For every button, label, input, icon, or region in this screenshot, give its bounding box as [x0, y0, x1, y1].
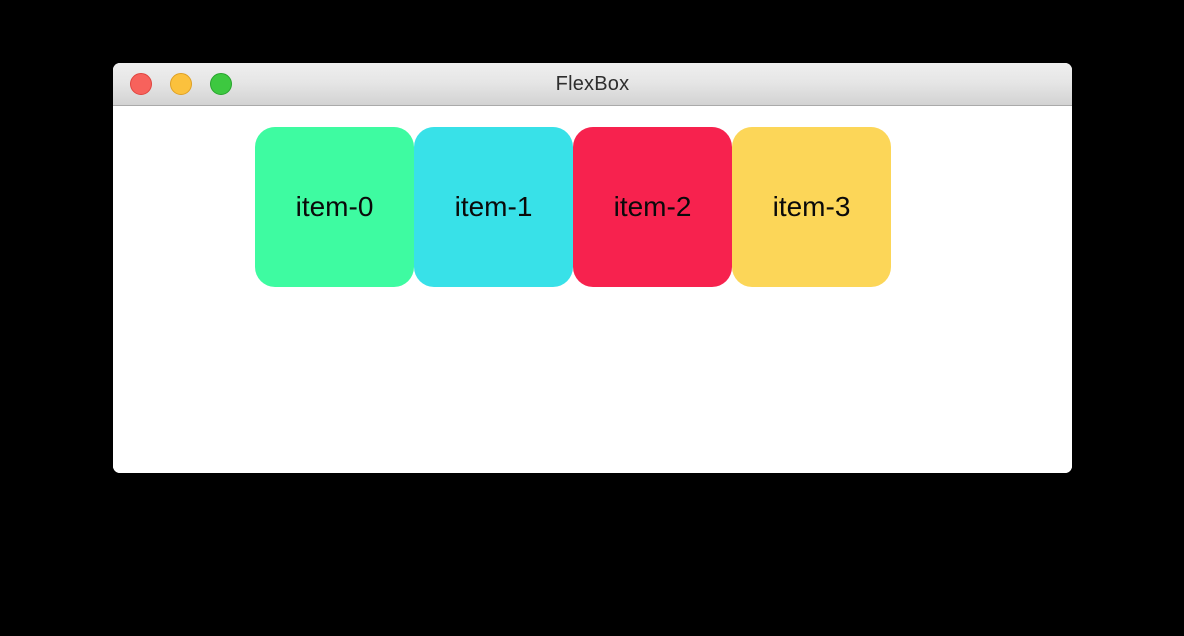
traffic-lights — [130, 63, 232, 105]
minimize-button[interactable] — [170, 73, 192, 95]
window-title: FlexBox — [555, 72, 630, 95]
flex-item-0: item-0 — [255, 127, 414, 287]
flex-item-3: item-3 — [732, 127, 891, 287]
flex-item-2: item-2 — [573, 127, 732, 287]
flex-item-1: item-1 — [414, 127, 573, 287]
titlebar[interactable]: FlexBox — [113, 63, 1072, 106]
zoom-button[interactable] — [210, 73, 232, 95]
app-window: FlexBox item-0 item-1 item-2 item-3 — [113, 63, 1072, 473]
window-content: item-0 item-1 item-2 item-3 — [113, 106, 1072, 473]
close-button[interactable] — [130, 73, 152, 95]
flex-container: item-0 item-1 item-2 item-3 — [255, 127, 891, 287]
